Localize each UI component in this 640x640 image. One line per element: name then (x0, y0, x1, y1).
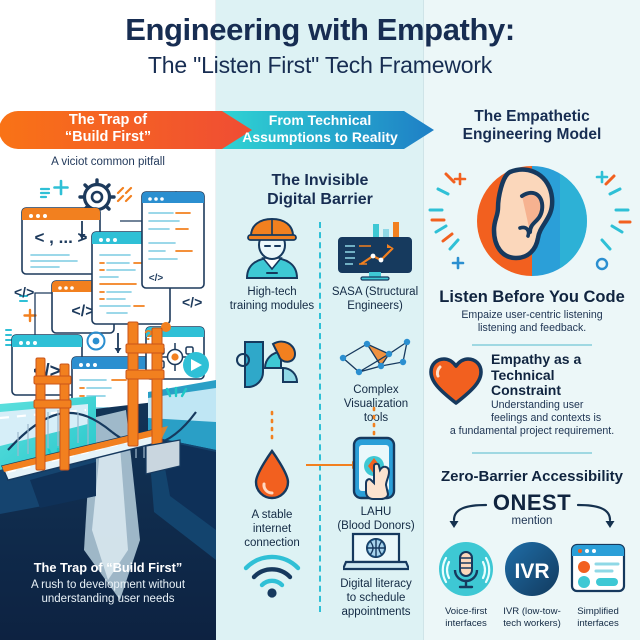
bridge-gap-illustration (0, 321, 216, 640)
page-subtitle: The "Listen First" Tech Framework (147, 51, 493, 78)
mid-item-shapes (224, 338, 324, 392)
svg-text:</>: </> (71, 303, 94, 320)
right-title-line2: Engineering Model (462, 126, 602, 144)
acc-item-voice[interactable]: Voice-first interfaces (432, 540, 500, 629)
hard-hat-worker-icon (222, 216, 322, 282)
acc-item-ivr-label: IVR (low-tow- tech workers) (503, 606, 561, 629)
listen-line1: Empaize user-centric listening (461, 309, 603, 321)
acc-item-ivr[interactable]: IVR IVR (low-tow- tech workers) (498, 540, 566, 629)
listen-body: Empaize user-centric listening listening… (424, 309, 640, 335)
mid-item-hardhat-caption: High-tech training modules (229, 286, 315, 313)
acc-item-simplified-label: Simplified interfaces (577, 606, 619, 629)
svg-text:< , ... >: < , ... > (35, 228, 88, 247)
divider-rule-1 (472, 344, 592, 346)
arrow-step-2-label: From Technical Assumptions to Reality (216, 112, 424, 146)
title-block: Engineering with Empathy: The "Listen Fi… (0, 12, 640, 79)
arrow-step-1-line1: The Trap of (68, 112, 148, 128)
svg-text:</>: </> (149, 273, 164, 284)
mid-item-wifi (222, 552, 322, 598)
onest-arrows (449, 503, 615, 528)
wifi-icon (222, 552, 322, 598)
question-mark: ? (144, 327, 153, 344)
left-column-footer: The Trap of “Build First” A rush to deve… (6, 560, 210, 607)
analytics-dashboard-icon (325, 222, 425, 282)
listen-heading: Listen Before You Code (439, 288, 625, 306)
code-glyph: </> (14, 284, 34, 300)
listen-line2: listening and feedback. (477, 322, 587, 335)
empathy-body-top: Understanding user feelings and contexts… (491, 399, 602, 424)
mid-item-phone-caption: LAHU (Blood Donors) (337, 506, 415, 533)
page-title: Engineering with Empathy: (125, 12, 515, 47)
accessibility-block: Zero-Barrier Accessibility (424, 468, 640, 485)
listen-block: Listen Before You Code Empaize user-cent… (424, 288, 640, 335)
ivr-text: IVR (514, 560, 549, 583)
empathy-block: Empathy as a Technical Constraint Unders… (428, 351, 636, 438)
accessibility-items: Voice-first interfaces IVR IVR (low-tow-… (424, 540, 640, 640)
microphone-icon (439, 542, 493, 596)
middle-title-line1: The Invisible (271, 172, 369, 189)
code-window-angle: < , ... > (21, 207, 101, 275)
arrow-step-1-line2: “Build First” (64, 129, 152, 146)
onest-label: ONEST (492, 490, 572, 515)
onest-badge-group: ONEST mention (424, 492, 640, 544)
mid-item-network: Complex Visualization tools (326, 336, 426, 425)
mid-item-phone: LAHU (Blood Donors) (326, 436, 426, 533)
right-column-background (424, 0, 640, 640)
blood-drop-icon (222, 448, 322, 502)
arrow-step-2-line1: From Technical (268, 112, 372, 128)
laptop-globe-icon (326, 530, 426, 574)
left-column-kicker: A viciot common pitfall (51, 156, 165, 168)
ivr-circle-icon: IVR (505, 542, 559, 596)
middle-column-divider (319, 222, 321, 612)
abstract-shapes-icon (224, 338, 324, 392)
mid-item-blooddrop: A stable internet connection (222, 448, 322, 550)
left-footer-line1: A rush to development without (30, 578, 186, 591)
code-window-right: </> (141, 191, 205, 289)
arrow-step-2-line2: Assumptions to Reality (242, 128, 398, 145)
empathy-heading: Empathy as a Technical Constraint (491, 351, 582, 399)
accessibility-heading: Zero-Barrier Accessibility (440, 468, 624, 485)
mid-item-laptop-caption: Digital literacy to schedule appointment… (340, 578, 412, 619)
mid-item-dashboard: SASA (Structural Engineers) (325, 222, 425, 313)
mid-item-dashboard-caption: SASA (Structural Engineers) (331, 286, 419, 313)
process-arrow-ribbon (0, 111, 434, 149)
arrow-step-1-label: The Trap of “Build First” (0, 112, 216, 147)
mid-item-hardhat: High-tech training modules (222, 216, 322, 313)
middle-title-line2: Digital Barrier (267, 190, 373, 208)
left-footer-line2: understanding user needs (41, 593, 175, 606)
node-dot (161, 322, 171, 332)
smartphone-tap-icon (326, 436, 426, 502)
network-graph-icon (326, 336, 426, 380)
left-footer-body: A rush to development without understand… (6, 578, 210, 607)
empathy-body-bottom: a fundamental project requirement. (449, 424, 615, 437)
arrow-step-2 (222, 111, 434, 149)
onest-sublabel: mention (511, 515, 553, 527)
right-title-line1: The Empathetic (474, 108, 590, 125)
code-glyph: </> (182, 294, 202, 310)
loading-icon (86, 331, 106, 351)
ear-illustration (424, 148, 640, 298)
send-icon (183, 352, 209, 378)
middle-column-title: The Invisible Digital Barrier (216, 172, 424, 209)
acc-item-voice-label: Voice-first interfaces (444, 606, 488, 629)
mid-item-network-caption: Complex Visualization tools (343, 384, 409, 425)
simplified-window-icon (570, 543, 626, 593)
acc-item-simplified[interactable]: Simplified interfaces (564, 540, 632, 629)
left-footer-title: The Trap of “Build First” (33, 560, 183, 575)
divider-rule-2 (472, 452, 592, 454)
mid-item-laptop: Digital literacy to schedule appointment… (326, 530, 426, 619)
arrow-step-1 (0, 111, 268, 149)
heart-icon (429, 357, 483, 405)
right-column-title: The Empathetic Engineering Model (424, 108, 640, 144)
mid-item-blooddrop-caption: A stable internet connection (244, 509, 300, 550)
